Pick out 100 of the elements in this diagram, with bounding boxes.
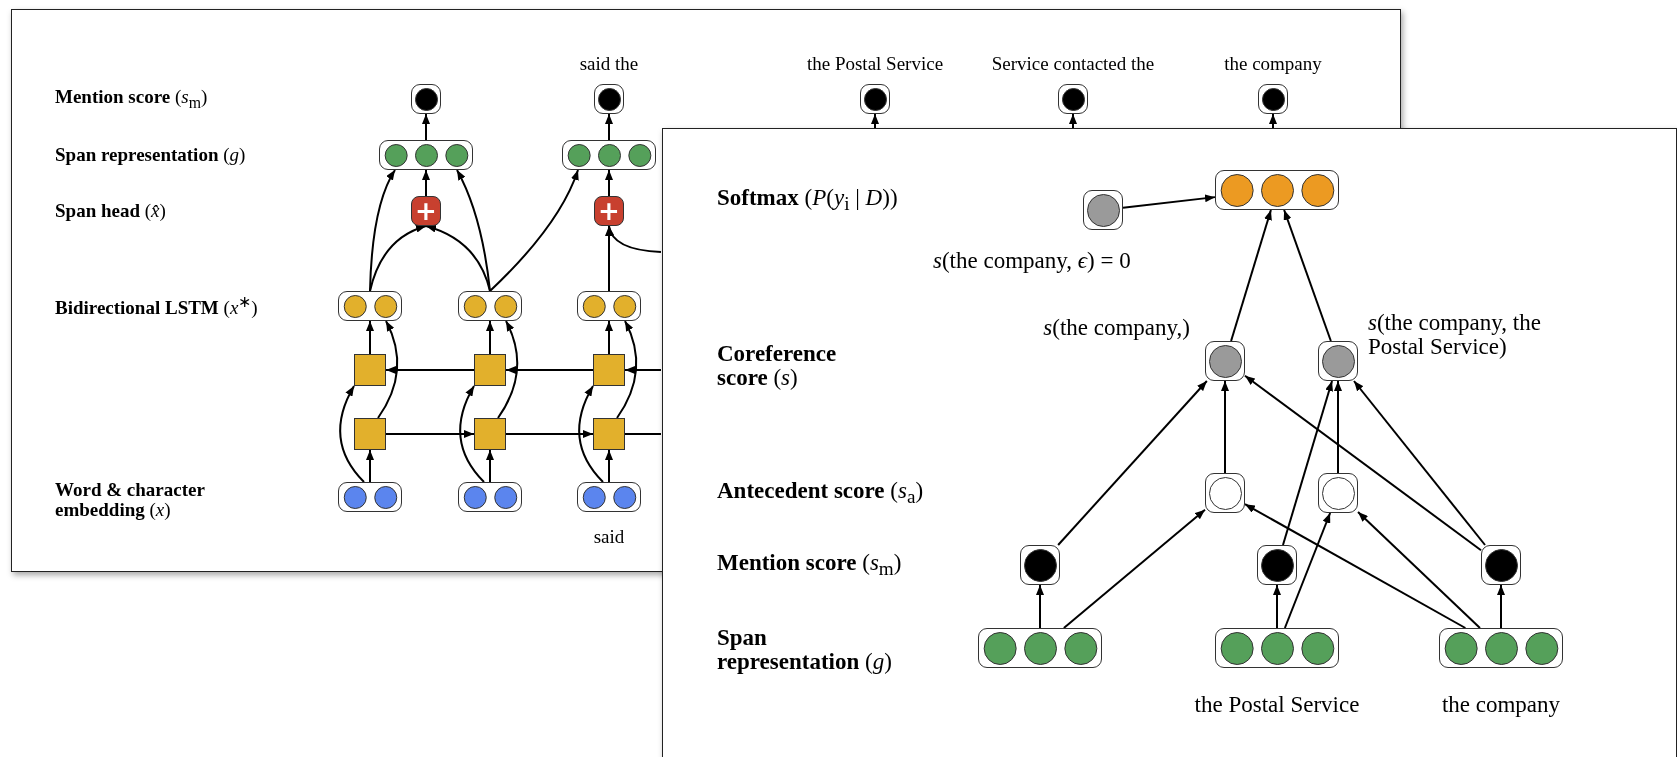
row-label: Softmax (P(y$_{i}$ | D)): [717, 185, 898, 215]
arrow: [1221, 380, 1229, 474]
arrow: [369, 169, 396, 292]
arrow: [369, 225, 427, 292]
row-label: Mention score (s$_{m}$): [55, 86, 208, 112]
connector-line: [624, 433, 662, 435]
vector-node: [1439, 628, 1563, 668]
span-text: the company: [1224, 54, 1322, 74]
head-node: +: [594, 196, 624, 226]
span-text: said the: [579, 54, 639, 74]
span-text: the company: [1441, 692, 1561, 718]
arrow: [385, 366, 475, 374]
score-node: [1318, 473, 1358, 513]
arrow: [605, 113, 613, 141]
vector-node: [338, 291, 402, 321]
arrow: [1283, 512, 1332, 629]
row-label: Bidirectional LSTM (x$^{∗}$): [55, 293, 258, 319]
arrow: [605, 320, 613, 355]
score-node: [1020, 545, 1060, 585]
arrow: [1334, 380, 1342, 474]
arrow: [422, 169, 430, 197]
arrow: [497, 320, 519, 419]
arrow: [1244, 374, 1482, 552]
arrow: [385, 430, 475, 438]
arrow: [505, 430, 594, 438]
row-label: Word & character embedding (x): [55, 480, 206, 520]
arrow: [1273, 584, 1281, 629]
span-text: the Postal Service: [806, 54, 944, 74]
score-node: [860, 84, 890, 114]
span-text: Service contacted the: [991, 54, 1155, 74]
arrow: [1230, 209, 1272, 342]
span-text: the Postal Service: [1194, 692, 1360, 718]
arrow: [605, 449, 613, 483]
lstm-cell: [474, 418, 506, 450]
arrow: [605, 169, 613, 197]
arrow: [871, 113, 879, 130]
arrow: [459, 385, 485, 483]
arrow: [1062, 508, 1206, 629]
arrow: [486, 320, 494, 355]
arrow: [1357, 511, 1481, 629]
vector-node: [458, 291, 522, 321]
span-text: said: [593, 527, 625, 547]
row-label: Span head (x̂): [55, 201, 166, 221]
score-node: [1481, 545, 1521, 585]
arrow: [377, 320, 399, 419]
score-node: [1258, 84, 1288, 114]
vector-node: [379, 140, 473, 170]
vector-node: [577, 482, 641, 512]
row-label: Mention score (s$_{m}$): [717, 550, 902, 580]
score-node: [411, 84, 441, 114]
arrow: [339, 385, 365, 483]
arrow: [1057, 380, 1208, 546]
arrow: [486, 449, 494, 483]
vector-node: [978, 628, 1102, 668]
vector-node: [577, 291, 641, 321]
arrow: [624, 366, 662, 374]
arrow: [422, 113, 430, 141]
row-label: Span representation (g): [717, 625, 893, 675]
score-node: [1318, 341, 1358, 381]
arrow: [489, 169, 579, 292]
span-text: s(the company, ϵ) = 0: [933, 248, 1131, 274]
arrow: [366, 449, 374, 483]
arrow: [1497, 584, 1505, 629]
vector-node: [1215, 170, 1339, 210]
arrow: [1283, 209, 1332, 342]
arrow: [1353, 380, 1486, 546]
head-node: +: [411, 196, 441, 226]
lstm-cell: [474, 354, 506, 386]
lstm-cell: [593, 354, 625, 386]
score-node: [1257, 545, 1297, 585]
arrow: [505, 366, 594, 374]
lstm-cell: [593, 418, 625, 450]
arrow: [1036, 584, 1044, 629]
score-node: [1205, 341, 1245, 381]
score-node: [1058, 84, 1088, 114]
arrow: [616, 320, 638, 419]
arrow: [607, 225, 662, 253]
row-label: Span representation (g): [55, 145, 246, 165]
vector-node: [338, 482, 402, 512]
vector-node: [458, 482, 522, 512]
span-text: s(the company,): [1043, 315, 1190, 341]
score-node: [1083, 190, 1123, 230]
arrow: [1282, 380, 1333, 546]
score-node: [1205, 473, 1245, 513]
lstm-cell: [354, 418, 386, 450]
arrow: [578, 385, 604, 483]
row-label: Antecedent score (s$_{a}$): [717, 478, 924, 508]
score-node: [594, 84, 624, 114]
arrow: [366, 320, 374, 355]
arrow: [1122, 194, 1216, 209]
arrow: [456, 169, 491, 292]
lstm-cell: [354, 354, 386, 386]
arrow: [1244, 503, 1467, 629]
vector-node: [562, 140, 656, 170]
arrow: [1269, 113, 1277, 130]
row-label: Coreference score (s): [717, 341, 838, 391]
arrow: [425, 225, 491, 292]
vector-node: [1215, 628, 1339, 668]
span-text: s(the company, the Postal Service): [1368, 310, 1542, 360]
arrow: [1069, 113, 1077, 130]
